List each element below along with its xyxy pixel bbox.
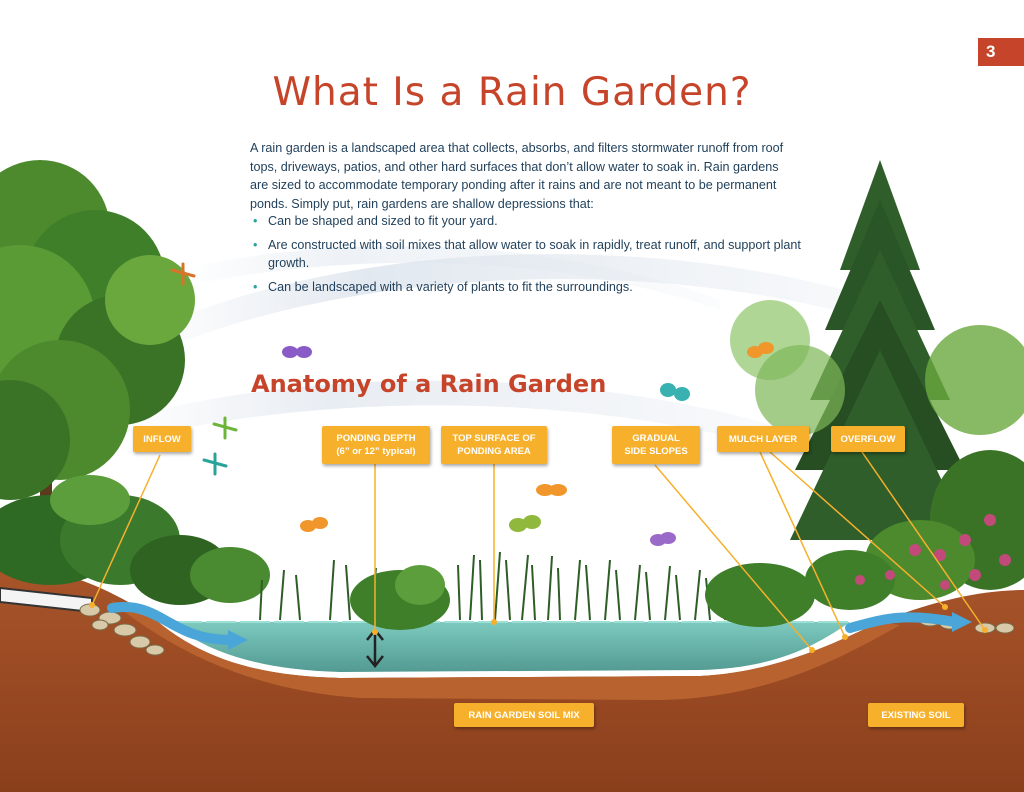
label-top-surface-line1: TOP SURFACE OF: [452, 433, 536, 444]
page-number-badge: 3: [978, 38, 1024, 66]
butterfly-teal-icon: [660, 383, 690, 401]
label-existing-soil-text: EXISTING SOIL: [881, 709, 951, 721]
butterfly-orange-icon: [300, 342, 774, 532]
label-gradual-line2: SIDE SLOPES: [624, 446, 688, 457]
butterfly-green-icon: [509, 515, 541, 532]
label-ponding-depth-line2: (6” or 12” typical): [336, 446, 416, 457]
bullet-item: Can be landscaped with a variety of plan…: [250, 278, 810, 297]
soil-profile: [0, 562, 1024, 792]
intro-paragraph: A rain garden is a landscaped area that …: [250, 141, 784, 211]
label-overflow: OVERFLOW: [831, 426, 905, 452]
label-ponding-depth: PONDING DEPTH (6” or 12” typical): [322, 426, 430, 464]
bullet-list: Can be shaped and sized to fit your yard…: [250, 212, 810, 301]
left-shrubs: [0, 475, 270, 605]
leader-dots: [89, 602, 988, 653]
label-gradual-line1: GRADUAL: [632, 433, 680, 444]
label-top-surface: TOP SURFACE OF PONDING AREA: [441, 426, 547, 464]
label-overflow-text: OVERFLOW: [840, 433, 896, 445]
right-shrubs: [730, 300, 1024, 610]
label-top-surface-line2: PONDING AREA: [457, 446, 531, 457]
section-subtitle: Anatomy of a Rain Garden: [251, 370, 607, 398]
overflow-arrow: [845, 612, 960, 633]
basin-grasses: [259, 551, 731, 621]
label-mulch-layer: MULCH LAYER: [717, 426, 809, 452]
ponding-water: [170, 622, 850, 672]
butterfly-purple-icon: [282, 346, 312, 358]
label-soil-mix-text: RAIN GARDEN SOIL MIX: [468, 709, 580, 721]
label-inflow: INFLOW: [133, 426, 191, 452]
inflow-arrow: [107, 601, 235, 645]
left-deciduous-tree: [0, 160, 195, 570]
label-ponding-depth-line1: PONDING DEPTH: [336, 433, 416, 444]
overflow-arrow-head: [952, 612, 972, 632]
rain-garden-soil-mix: [110, 600, 900, 700]
leader-lines: [91, 451, 986, 651]
bullet-item: Can be shaped and sized to fit your yard…: [250, 212, 810, 231]
bullet-item: Are constructed with soil mixes that all…: [250, 236, 810, 273]
dragonfly-icons: [170, 262, 238, 476]
inflow-arrow-head: [228, 630, 248, 650]
page-title: What Is a Rain Garden?: [272, 70, 752, 115]
label-existing-soil: EXISTING SOIL: [868, 703, 964, 727]
label-gradual-side-slopes: GRADUAL SIDE SLOPES: [612, 426, 700, 464]
butterfly-lilac-icon: [650, 532, 676, 546]
label-inflow-text: INFLOW: [143, 433, 181, 445]
label-mulch-text: MULCH LAYER: [728, 433, 798, 445]
label-soil-mix: RAIN GARDEN SOIL MIX: [454, 703, 594, 727]
coneflowers: [855, 514, 1011, 590]
basin-shrubs: [350, 563, 815, 630]
